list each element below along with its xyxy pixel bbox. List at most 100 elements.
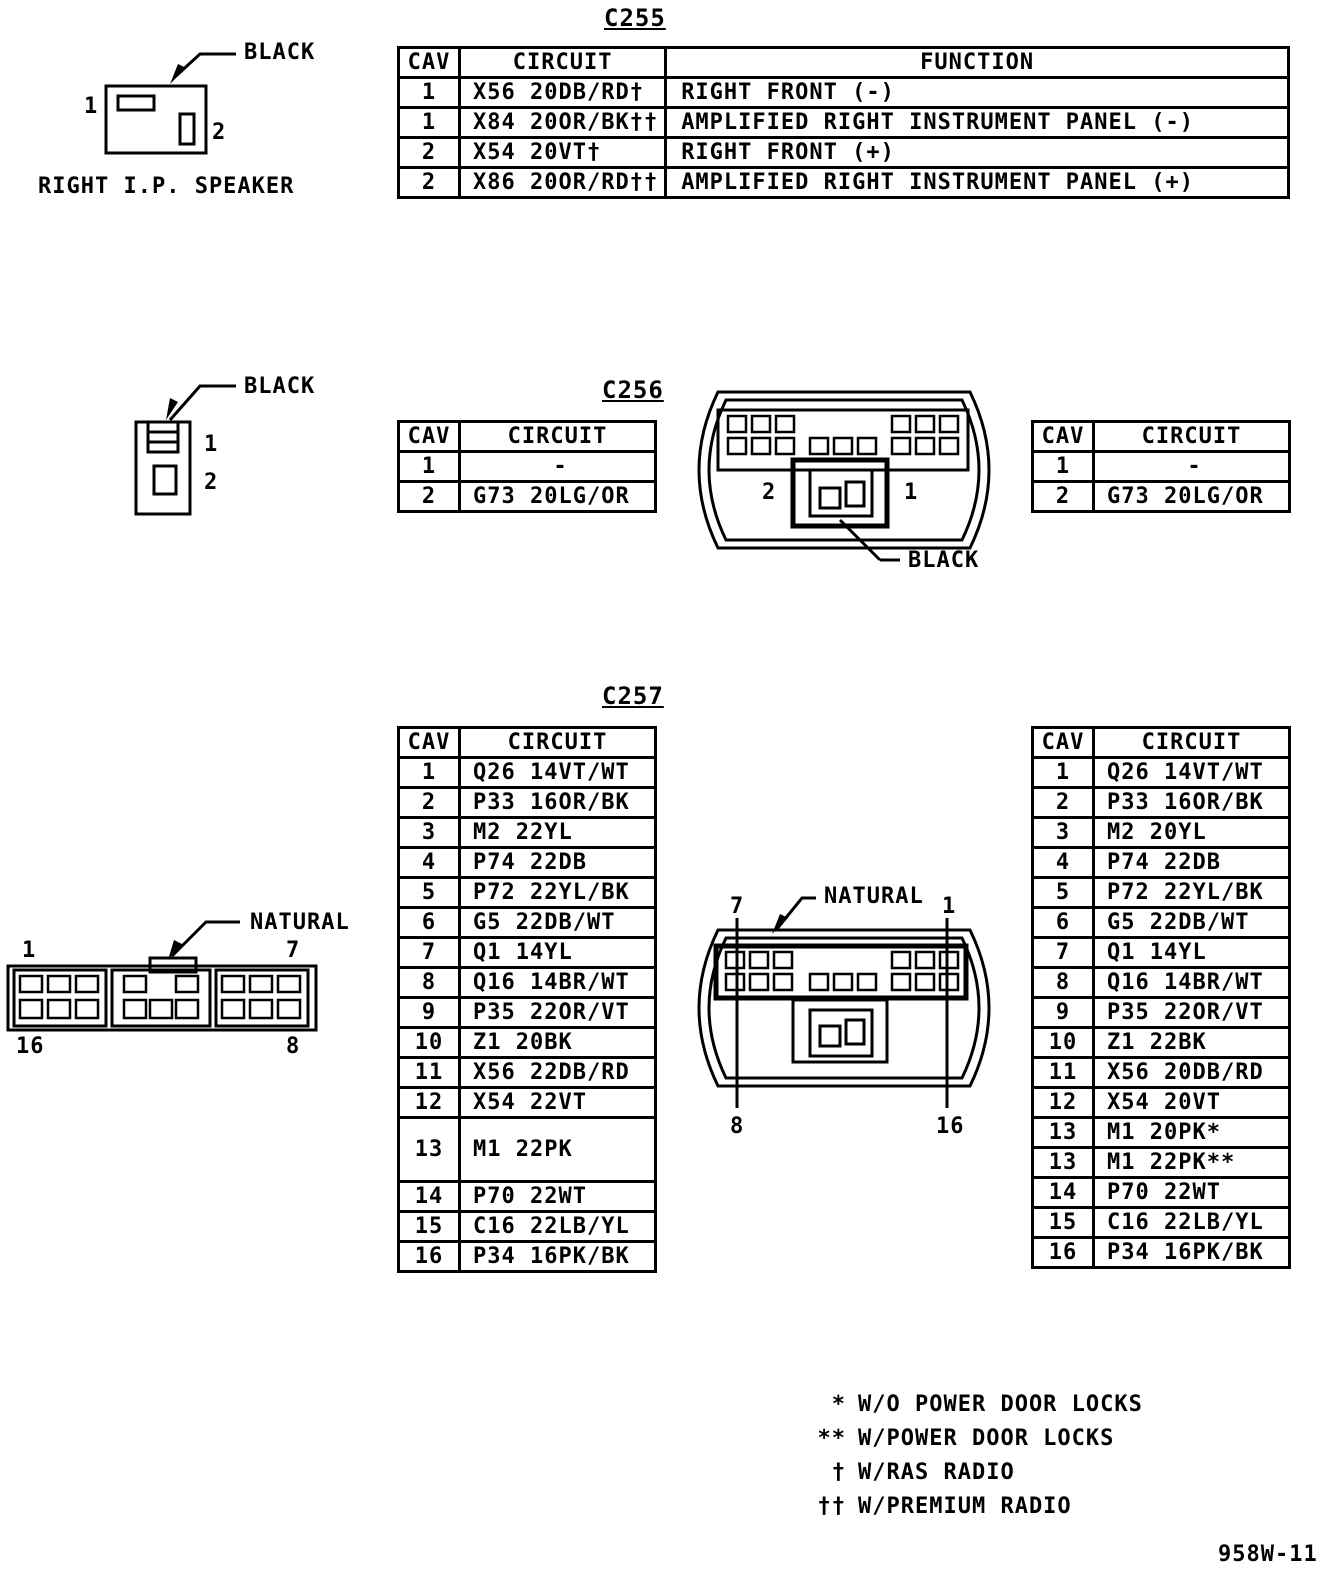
circuit-cell: - [458, 450, 657, 483]
figure-id: 958W-11 [1218, 1542, 1318, 1567]
c257-center-pin-8-label: 8 [730, 1114, 745, 1139]
cav-cell: 2 [397, 166, 461, 199]
c256-right-table: CAV CIRCUIT 1 - 2 G73 20LG/OR [1031, 420, 1291, 513]
cav-cell: 7 [397, 936, 461, 969]
circuit-cell: P70 22WT [1092, 1176, 1291, 1209]
circuit-cell: G5 22DB/WT [458, 906, 657, 939]
c257-pin-top-right-label: 7 [286, 938, 301, 963]
cav-cell: 10 [1031, 1026, 1095, 1059]
c257-center-pin-16-label: 16 [936, 1114, 965, 1139]
cav-cell: 4 [1031, 846, 1095, 879]
c256-arrowhead [166, 398, 178, 420]
c257-arrowhead [168, 940, 182, 960]
circuit-cell: G5 22DB/WT [1092, 906, 1291, 939]
circuit-cell: M2 20YL [1092, 816, 1291, 849]
cav-cell: 1 [397, 756, 461, 789]
cav-cell: 9 [397, 996, 461, 1029]
c256-center-connector [697, 390, 991, 562]
footnote-text: W/PREMIUM RADIO [858, 1494, 1072, 1519]
circuit-cell: M1 20PK* [1092, 1116, 1291, 1149]
cav-cell: 8 [397, 966, 461, 999]
c257-title: C257 [602, 682, 664, 710]
circuit-cell: P74 22DB [1092, 846, 1291, 879]
cav-cell: 6 [1031, 906, 1095, 939]
footnote-symbol: * [831, 1392, 846, 1417]
c255-title: C255 [604, 4, 666, 32]
c257-center-cavities [724, 950, 960, 992]
footnote: **W/POWER DOOR LOCKS [808, 1422, 1143, 1456]
circuit-cell: Z1 22BK [1092, 1026, 1291, 1059]
cav-cell: 5 [397, 876, 461, 909]
function-cell: AMPLIFIED RIGHT INSTRUMENT PANEL (+) [664, 166, 1290, 199]
cav-cell: 1 [397, 450, 461, 483]
circuit-cell: Q16 14BR/WT [1092, 966, 1291, 999]
table-row: 1 - [1031, 450, 1291, 483]
c257-left-header-circuit: CIRCUIT [458, 726, 657, 759]
cav-cell: 14 [397, 1180, 461, 1213]
circuit-cell: X86 20OR/RD†† [457, 166, 668, 199]
c257-center-color-label: NATURAL [824, 884, 924, 909]
cav-cell: 12 [397, 1086, 461, 1119]
circuit-cell: Q26 14VT/WT [458, 756, 657, 789]
circuit-cell: P72 22YL/BK [1092, 876, 1291, 909]
function-cell: RIGHT FRONT (-) [664, 76, 1290, 109]
circuit-cell: G73 20LG/OR [458, 480, 657, 513]
cav-cell: 7 [1031, 936, 1095, 969]
table-row: 2 G73 20LG/OR [397, 480, 657, 513]
c256-left-table: CAV CIRCUIT 1 - 2 G73 20LG/OR [397, 420, 657, 513]
c255-header-function: FUNCTION [664, 46, 1290, 79]
circuit-cell: X56 20DB/RD† [457, 76, 668, 109]
c256-connector-face [134, 384, 236, 516]
table-row: 2 G73 20LG/OR [1031, 480, 1291, 513]
table-row: 2 X54 20VT† RIGHT FRONT (+) [397, 136, 1290, 169]
cav-cell: 14 [1031, 1176, 1095, 1209]
c257-center-arrowhead [772, 914, 788, 934]
circuit-cell: P33 16OR/BK [458, 786, 657, 819]
circuit-cell: X54 20VT [1092, 1086, 1291, 1119]
c256-center-pin-1-label: 1 [904, 480, 919, 505]
circuit-cell: P33 16OR/BK [1092, 786, 1291, 819]
cav-cell: 16 [397, 1240, 461, 1273]
c257-right-header-cav: CAV [1031, 726, 1095, 759]
cav-cell: 15 [397, 1210, 461, 1243]
circuit-cell: P74 22DB [458, 846, 657, 879]
footnote-text: W/RAS RADIO [858, 1460, 1015, 1485]
circuit-cell: X56 20DB/RD [1092, 1056, 1291, 1089]
cav-cell: 8 [1031, 966, 1095, 999]
table-row: 1 - [397, 450, 657, 483]
cav-cell: 1 [397, 76, 461, 109]
cav-cell: 4 [397, 846, 461, 879]
circuit-cell: P35 22OR/VT [458, 996, 657, 1029]
cav-cell: 3 [1031, 816, 1095, 849]
cav-cell: 10 [397, 1026, 461, 1059]
cav-cell: 16 [1031, 1236, 1095, 1269]
c256-left-header-circuit: CIRCUIT [458, 420, 657, 453]
circuit-cell: - [1092, 450, 1291, 483]
circuit-cell: P34 16PK/BK [1092, 1236, 1291, 1269]
c256-center-pin-2-label: 2 [762, 480, 777, 505]
circuit-cell: M1 22PK** [1092, 1146, 1291, 1179]
c255-header-circuit: CIRCUIT [457, 46, 668, 79]
cav-cell: 15 [1031, 1206, 1095, 1239]
cav-cell: 13 [397, 1116, 461, 1183]
